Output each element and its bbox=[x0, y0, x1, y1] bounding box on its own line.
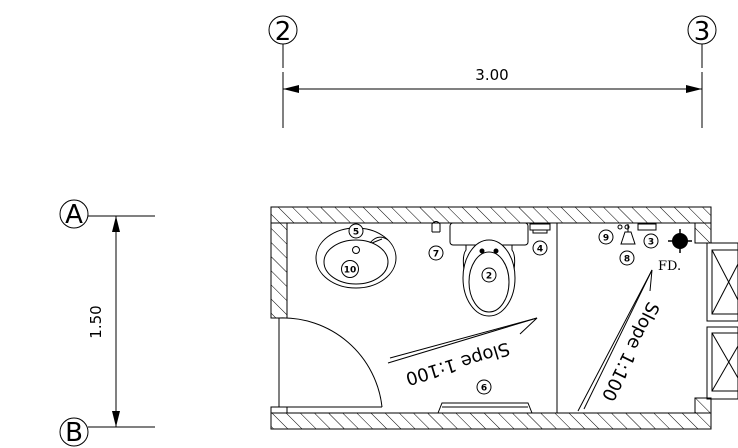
window-lower bbox=[706, 326, 738, 400]
grid-label-2: 2 bbox=[275, 17, 292, 47]
grid-bubble-b: B bbox=[59, 417, 155, 448]
grid-bubble-3: 3 bbox=[687, 15, 717, 68]
tag-label-8: 8 bbox=[624, 255, 630, 265]
tag-label-7: 7 bbox=[433, 250, 439, 260]
tag-7: 7 bbox=[428, 245, 444, 261]
tag-3: 3 bbox=[643, 233, 659, 249]
tag-10: 10 bbox=[341, 260, 359, 278]
dimension-label-horizontal: 3.00 bbox=[475, 66, 508, 84]
tag-label-3: 3 bbox=[648, 238, 654, 248]
vertical-dimension: 1.50 bbox=[87, 216, 120, 427]
slope-label-left: Slope 1:100 bbox=[403, 337, 512, 389]
tag-label-4: 4 bbox=[537, 245, 543, 255]
tag-6: 6 bbox=[476, 379, 492, 395]
tag-label-9: 9 bbox=[603, 234, 609, 244]
shower-valve bbox=[617, 223, 657, 245]
horizontal-dimension: 3.00 bbox=[282, 66, 703, 128]
slope-arrow-right bbox=[577, 269, 653, 412]
grid-bubble-a: A bbox=[59, 199, 155, 230]
tag-4: 4 bbox=[532, 240, 548, 256]
window-upper bbox=[706, 242, 738, 322]
tag-label-6: 6 bbox=[481, 384, 487, 394]
grid-label-b: B bbox=[65, 418, 83, 448]
grid-bubble-2: 2 bbox=[268, 15, 298, 68]
tag-9: 9 bbox=[598, 229, 614, 245]
tag-label-5: 5 bbox=[353, 228, 359, 238]
tag-5: 5 bbox=[348, 223, 364, 239]
dimension-label-vertical: 1.50 bbox=[87, 305, 105, 338]
toilet-accessory bbox=[431, 221, 551, 234]
door-jamb bbox=[270, 406, 288, 414]
tag-label-2: 2 bbox=[486, 272, 492, 282]
tag-8: 8 bbox=[619, 250, 635, 266]
slope-arrow-left bbox=[387, 317, 538, 364]
floor-grate bbox=[437, 402, 533, 414]
tag-label-10: 10 bbox=[344, 266, 357, 276]
walls bbox=[270, 206, 712, 430]
tag-2: 2 bbox=[481, 267, 497, 283]
floor-drain-label: FD. bbox=[658, 259, 681, 274]
grid-label-a: A bbox=[65, 200, 83, 230]
door bbox=[278, 317, 383, 408]
wash-basin bbox=[315, 227, 397, 289]
grid-label-3: 3 bbox=[694, 17, 711, 47]
floor-drain: FD. bbox=[658, 229, 692, 274]
